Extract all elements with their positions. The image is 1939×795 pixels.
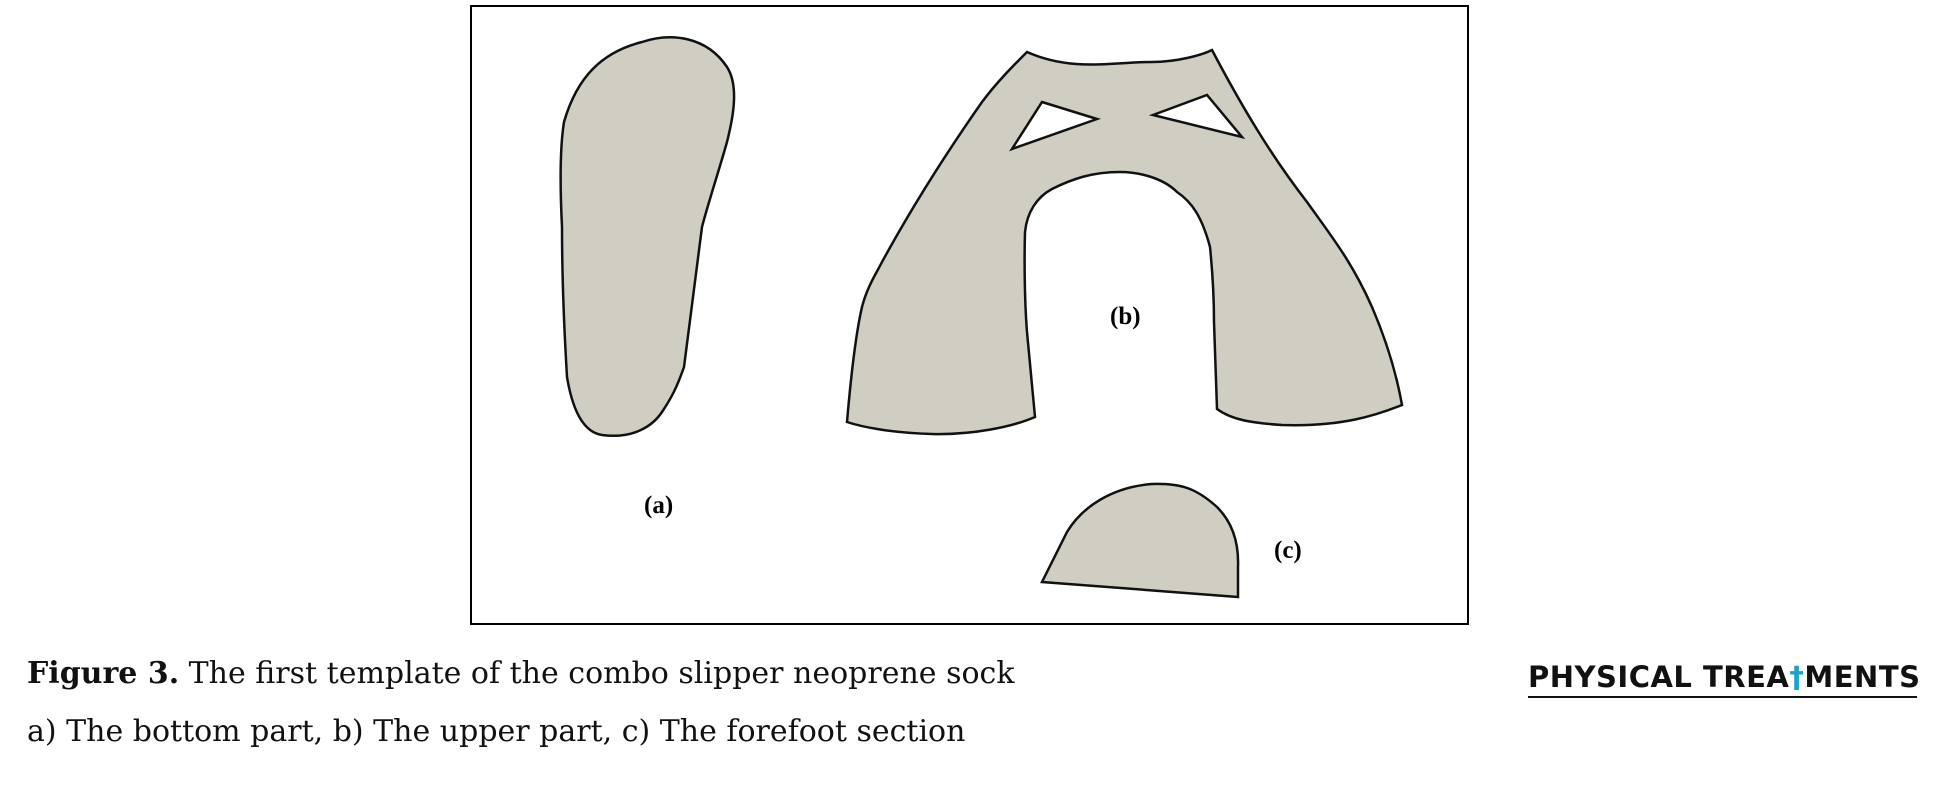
figure-panel: (a) (b) (c): [470, 5, 1469, 625]
panel-label-b: (b): [1110, 303, 1141, 330]
figure-caption-label: Figure 3.: [27, 656, 180, 691]
panel-label-a: (a): [644, 492, 674, 519]
upper-part-cutout-left: [1008, 100, 1101, 152]
journal-logo: PHYSICAL TREA†MENTS: [1528, 660, 1921, 698]
template-drawing: [559, 36, 1404, 599]
panel-label-c: (c): [1274, 537, 1302, 564]
logo-text-before: PHYSICAL TREA: [1528, 660, 1790, 694]
upper-part-shape: [845, 48, 1404, 436]
forefoot-section-shape: [1040, 482, 1240, 599]
bottom-part-shape: [559, 36, 736, 438]
logo-text-after: MENTS: [1804, 660, 1921, 694]
upper-part-cutout-right: [1148, 93, 1246, 140]
figure-subcaption: a) The bottom part, b) The upper part, c…: [27, 714, 966, 749]
human-figure-icon: †: [1789, 660, 1805, 694]
figure-caption-title: The first template of the combo slipper …: [179, 656, 1015, 691]
figure-caption: Figure 3. The first template of the comb…: [27, 656, 1015, 691]
